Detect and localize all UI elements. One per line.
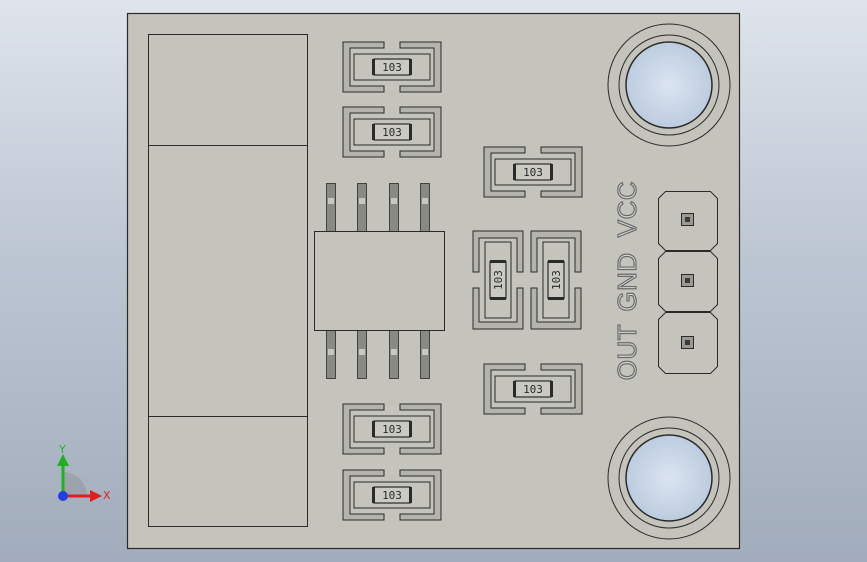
mounting-hole-bottom[interactable] (607, 416, 731, 540)
resistor-body (353, 481, 431, 509)
resistor-cap-left (372, 124, 375, 140)
label-gnd: GND (612, 252, 642, 311)
resistor-cap-left (548, 297, 564, 300)
triad-y-label: Y (58, 443, 66, 456)
coordinate-triad[interactable]: Y X (57, 443, 111, 502)
resistor-body (353, 118, 431, 146)
triad-x-label: X (103, 489, 111, 502)
pad-outline-right (540, 146, 583, 198)
resistor-cap-right (490, 260, 506, 263)
resistor-body (494, 158, 572, 186)
resistor-code: 103 (382, 489, 402, 502)
resistor-cap-right (550, 381, 553, 397)
pad-outline-left (483, 146, 526, 198)
resistor-cap-left (372, 59, 375, 75)
pad-outline-left (342, 469, 385, 521)
resistor-body (353, 53, 431, 81)
resistor-r6[interactable]: 103 (342, 469, 442, 521)
header-pin-gnd[interactable] (658, 251, 718, 312)
header-pin-out[interactable] (658, 312, 718, 374)
pad-outline-left (472, 287, 524, 330)
resistor-cap-left (372, 421, 375, 437)
pad-outline-left (483, 363, 526, 415)
resistor-cap-right (550, 164, 553, 180)
triad-z-axis (58, 491, 68, 501)
resistor-r3[interactable]: 103 (483, 146, 583, 198)
pad-outline-left (342, 41, 385, 93)
header-pin-vcc[interactable] (658, 191, 718, 251)
resistor-body (494, 375, 572, 403)
resistor-code: 103 (523, 166, 543, 179)
resistor-r4[interactable]: 103 (483, 363, 583, 415)
resistor-cap-right (409, 59, 412, 75)
sensor-module[interactable] (148, 34, 308, 527)
pin-header[interactable] (658, 191, 718, 374)
pad-outline-right (540, 363, 583, 415)
resistor-code: 103 (523, 383, 543, 396)
triad-x-arrow (90, 490, 102, 502)
resistor-code: 103 (382, 423, 402, 436)
resistor-code: 103 (550, 270, 563, 290)
label-vcc: VCC (612, 181, 642, 237)
pad-outline-right (399, 403, 442, 455)
resistor-body (484, 241, 512, 319)
resistor-code: 103 (492, 270, 505, 290)
pad-outline-right (472, 230, 524, 273)
resistor-cap-left (372, 487, 375, 503)
resistor-r1[interactable]: 103 (342, 41, 442, 93)
resistor-r8[interactable]: 103 (530, 230, 582, 330)
resistor-r7[interactable]: 103 (472, 230, 524, 330)
label-out: OUT (612, 324, 642, 380)
pad-outline-right (399, 106, 442, 158)
pad-outline-right (530, 230, 582, 273)
resistor-cap-left (513, 164, 516, 180)
silkscreen-labels: OUT GND VCC (611, 180, 642, 381)
resistor-cap-right (548, 260, 564, 263)
pad-outline-left (530, 287, 582, 330)
resistor-body (353, 415, 431, 443)
resistor-r2[interactable]: 103 (342, 106, 442, 158)
triad-arc (63, 472, 87, 496)
resistor-cap-left (513, 381, 516, 397)
triad-y-arrow (57, 454, 69, 466)
resistor-body (542, 241, 570, 319)
resistor-code: 103 (382, 61, 402, 74)
ic-pin-highlights (328, 198, 428, 355)
soic8-ic[interactable] (314, 183, 445, 379)
pad-outline-left (342, 403, 385, 455)
pad-outline-right (399, 469, 442, 521)
pad-outline-right (399, 41, 442, 93)
resistor-code: 103 (382, 126, 402, 139)
resistor-cap-right (409, 487, 412, 503)
resistor-cap-right (409, 124, 412, 140)
ic-body[interactable] (314, 231, 445, 331)
resistor-r5[interactable]: 103 (342, 403, 442, 455)
pad-outline-left (342, 106, 385, 158)
resistor-cap-right (409, 421, 412, 437)
mounting-hole-top[interactable] (607, 23, 731, 147)
resistor-cap-left (490, 297, 506, 300)
